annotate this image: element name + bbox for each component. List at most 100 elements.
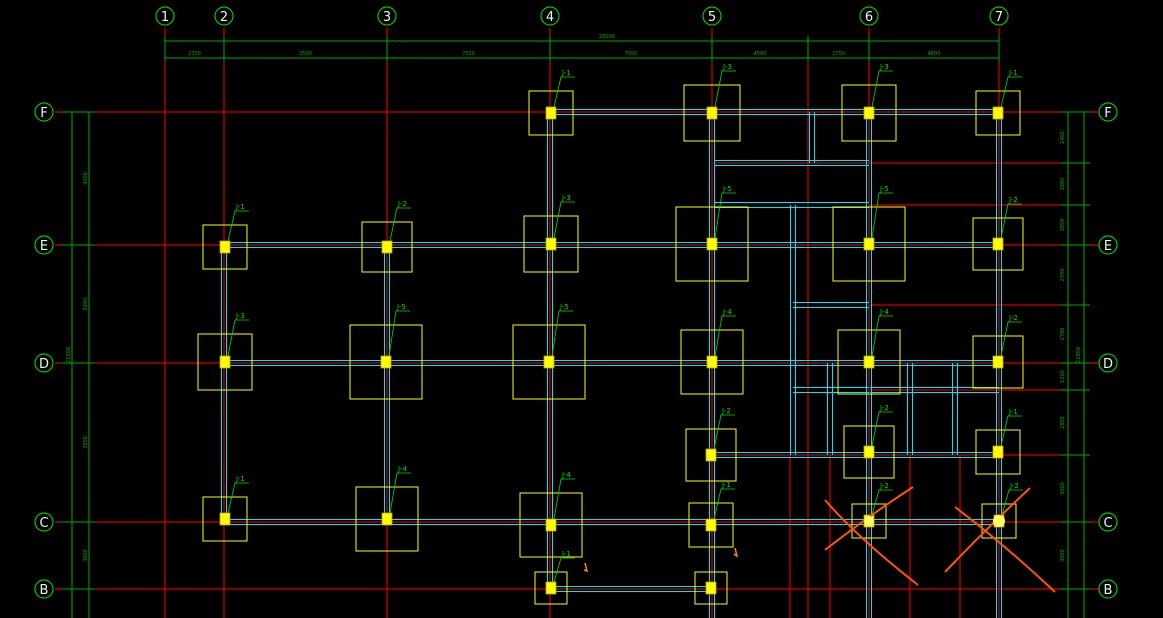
column (705, 518, 717, 532)
footing-leader (1001, 489, 1023, 516)
footing-leader (871, 70, 893, 108)
footing-label: J-1 (561, 550, 571, 558)
dim-text: 3000 (1060, 549, 1066, 562)
dim-text: 2700 (188, 51, 201, 57)
footing (528, 90, 574, 136)
footing (683, 84, 741, 142)
column (992, 355, 1004, 369)
footing-label: J-5 (396, 303, 406, 311)
footing (843, 425, 895, 479)
markup-crosses (583, 486, 1056, 593)
footing (972, 217, 1024, 271)
footing-label: J-1 (235, 203, 245, 211)
column (219, 355, 231, 369)
dim-text: 4800 (928, 51, 941, 57)
grid-bubble-col-7 (989, 6, 1009, 26)
footing (688, 502, 734, 548)
footing (694, 571, 728, 605)
column (706, 237, 718, 251)
markup-column-highlight (993, 515, 1005, 527)
footing-label: J-5 (559, 303, 569, 311)
foundation-beams (221, 109, 1002, 618)
footing-label: J-1 (721, 481, 731, 489)
column (863, 445, 875, 459)
footing (832, 206, 906, 282)
dim-text: 5400 (83, 298, 89, 311)
footing (837, 329, 901, 395)
footing (523, 215, 579, 273)
footing-leader (551, 310, 573, 357)
footing-leader (1000, 203, 1022, 239)
grid-bubble-label: E (40, 239, 48, 254)
column (219, 512, 231, 526)
footing-leader (553, 557, 575, 583)
grid-bubble-col-1 (155, 6, 175, 26)
footing-label: J-5 (879, 185, 889, 193)
grid-bubble-col-6 (859, 6, 879, 26)
grid-bubble-label: B (40, 583, 49, 598)
column (545, 581, 557, 595)
footing-leader (714, 192, 736, 239)
grid-bubble-label: E (1104, 239, 1112, 254)
column (863, 106, 875, 120)
column (706, 355, 718, 369)
grid-bubble-label: 5 (708, 10, 716, 25)
grid-bubble-label: C (1103, 516, 1112, 531)
dim-text: 1200 (1060, 370, 1066, 383)
footing-label: J-2 (879, 404, 889, 412)
footing-label: J-1 (561, 69, 571, 77)
footing-leader (1000, 76, 1022, 108)
footing-label: J-2 (1009, 482, 1019, 490)
footing (355, 486, 419, 552)
grid-bubble-label: 4 (546, 10, 554, 25)
grid-bubble-label: F (1104, 106, 1111, 121)
footing (851, 503, 887, 539)
footing-leader (714, 315, 736, 357)
column (381, 512, 393, 526)
column (545, 237, 557, 251)
column (543, 355, 555, 369)
markup-tick (583, 547, 739, 573)
column (545, 106, 557, 120)
column (545, 518, 557, 532)
footing-leader (1000, 321, 1022, 357)
dim-text: 2500 (299, 51, 312, 57)
footing (361, 221, 413, 273)
markup-column-highlight (864, 516, 874, 526)
footing (975, 429, 1021, 475)
footing-label: J-2 (721, 407, 731, 415)
dim-text: 2700 (1060, 269, 1066, 282)
grid-bubble-col-4 (540, 6, 560, 26)
footing (680, 329, 744, 395)
grid-bubble-row-E (34, 235, 54, 255)
footing (202, 224, 248, 270)
grid-bubble-row-E (1098, 235, 1118, 255)
footing-label: J-2 (1008, 314, 1018, 322)
dim-text: 7500 (625, 51, 638, 57)
footing (202, 496, 248, 542)
footing-leader (714, 70, 736, 108)
markup-cross-stroke (944, 487, 1031, 573)
column (863, 237, 875, 251)
grid-bubble-label: B (1104, 583, 1113, 598)
column (380, 355, 392, 369)
dim-text: 2700 (1060, 328, 1066, 341)
footing (841, 84, 897, 142)
dim-text: 26100 (599, 34, 615, 40)
footing-leader (1000, 415, 1022, 447)
footing-label: J-4 (722, 308, 732, 316)
footing-leader (227, 210, 249, 242)
grid-bubble-row-F (1098, 102, 1118, 122)
dim-text: 2700 (832, 51, 845, 57)
footing-leader (389, 207, 411, 242)
dim-text: 3000 (83, 549, 89, 562)
footing-label: J-4 (561, 471, 571, 479)
column (219, 240, 231, 254)
footing (972, 335, 1024, 389)
grid-bubble-col-2 (214, 6, 234, 26)
footing-label: J-1 (235, 475, 245, 483)
dim-text: 1800 (1060, 178, 1066, 191)
footing-leader (713, 414, 735, 450)
grid-bubble-label: 7 (995, 10, 1003, 25)
